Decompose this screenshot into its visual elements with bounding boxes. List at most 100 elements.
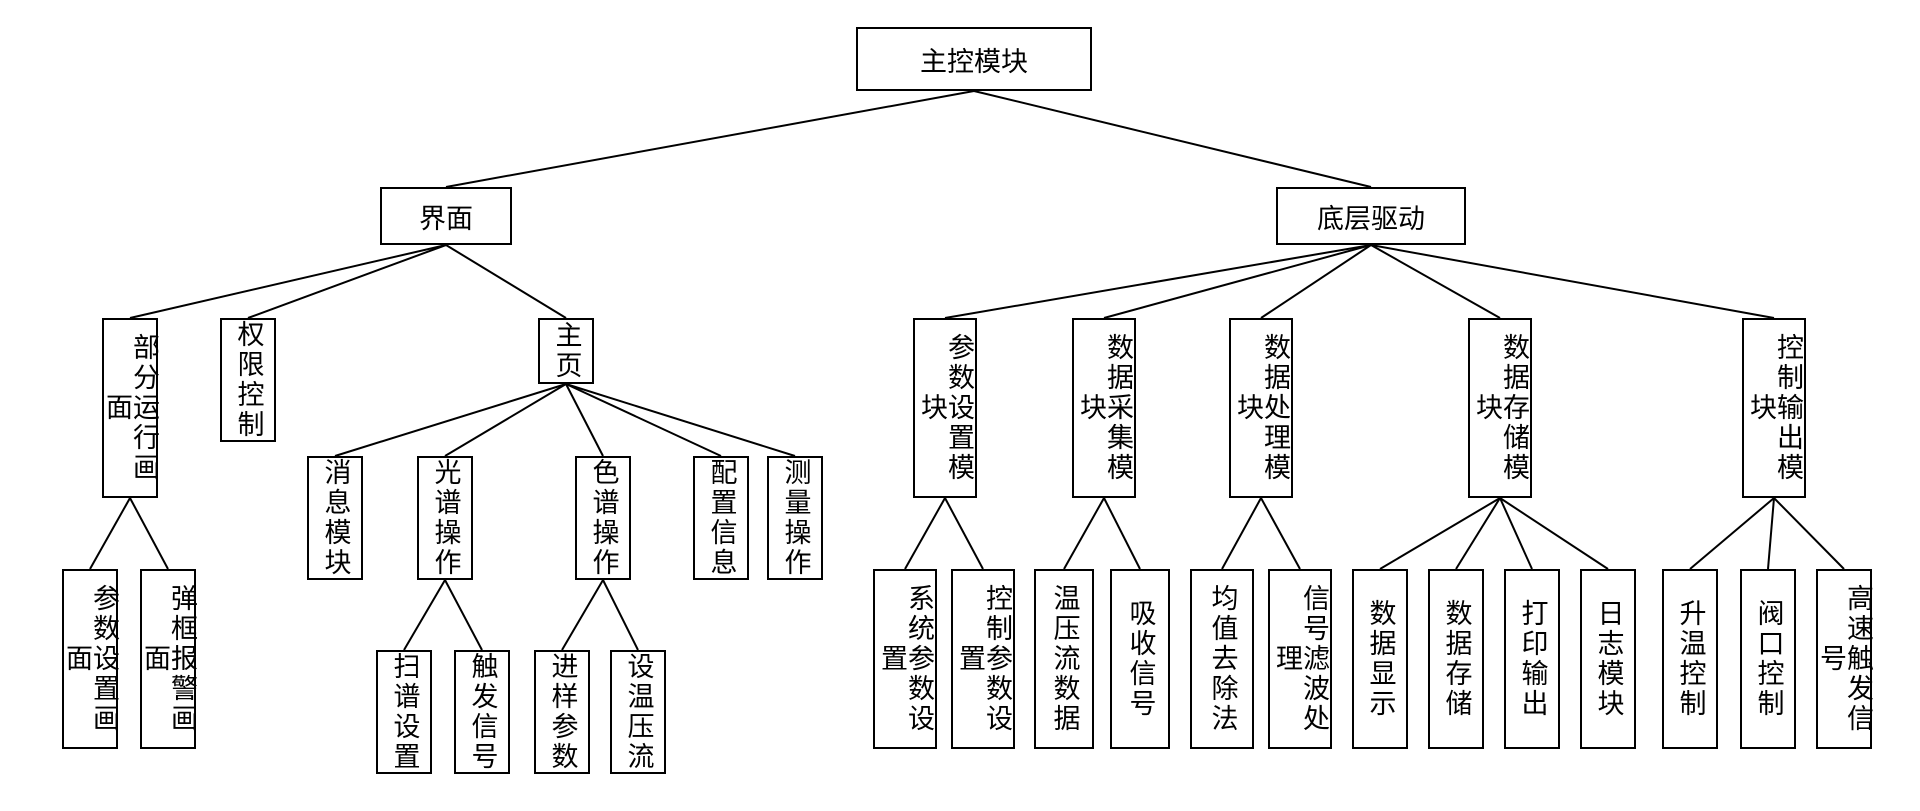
node-param-system: 系统参数设置	[873, 569, 937, 749]
connector-drv-store-to-store-print	[1499, 497, 1533, 570]
node-ui-param-page-label: 参数设置画面	[61, 584, 119, 734]
node-store-store: 数据存储	[1428, 569, 1484, 749]
node-ui-popup-alarm-label: 弹框报警画面	[139, 584, 197, 734]
connector-ui-to-ui-partial-run	[129, 244, 447, 319]
node-ui-label: 界面	[419, 203, 473, 235]
node-acq-absorb-label: 吸收信号	[1124, 599, 1156, 719]
connector-home-chromatogram-to-chrom-tpf	[602, 579, 639, 651]
connector-ui-partial-run-to-ui-popup-alarm	[129, 497, 169, 570]
node-home-config-label: 配置信息	[705, 458, 737, 578]
connector-home-spectrum-to-spectrum-scan	[403, 579, 446, 651]
node-store-display: 数据显示	[1352, 569, 1408, 749]
node-param-control-label: 控制参数设置	[954, 584, 1012, 734]
node-home-message: 消息模块	[307, 456, 363, 580]
connector-ui-to-ui-home	[445, 244, 567, 319]
node-store-log: 日志模块	[1580, 569, 1636, 749]
node-proc-mean-label: 均值去除法	[1206, 584, 1238, 734]
connector-driver-to-drv-param	[944, 244, 1372, 319]
connector-driver-to-drv-process	[1260, 244, 1372, 319]
node-home-measure-label: 测量操作	[779, 458, 811, 578]
node-proc-filter: 信号滤波处理	[1268, 569, 1332, 749]
node-out-heat-label: 升温控制	[1674, 599, 1706, 719]
node-root: 主控模块	[856, 27, 1092, 91]
node-drv-acquire-label: 数据采集模块	[1075, 333, 1133, 483]
node-store-print-label: 打印输出	[1516, 599, 1548, 719]
connector-drv-param-to-param-control	[944, 497, 984, 570]
node-chrom-sample-label: 进样参数	[546, 652, 578, 772]
node-ui-partial-run-label: 部分运行画面	[101, 333, 159, 483]
node-out-trigger: 高速触发信号	[1815, 569, 1873, 749]
connector-home-spectrum-to-spectrum-trigger	[444, 579, 483, 651]
node-drv-process: 数据处理模块	[1229, 318, 1293, 498]
node-drv-output: 控制输出模块	[1742, 318, 1806, 498]
connector-ui-home-to-home-chromatogram	[565, 383, 604, 457]
node-driver-label: 底层驱动	[1317, 203, 1425, 235]
node-drv-process-label: 数据处理模块	[1232, 333, 1290, 483]
node-ui-popup-alarm: 弹框报警画面	[139, 569, 197, 749]
node-proc-filter-label: 信号滤波处理	[1271, 584, 1329, 734]
node-ui-partial-run: 部分运行画面	[101, 318, 159, 498]
node-home-config: 配置信息	[693, 456, 749, 580]
node-drv-output-label: 控制输出模块	[1745, 333, 1803, 483]
node-chrom-tpf-label: 设温压流	[622, 652, 654, 772]
connector-drv-param-to-param-system	[904, 497, 946, 570]
connector-drv-store-to-store-display	[1379, 497, 1501, 570]
connector-ui-partial-run-to-ui-param-page	[89, 497, 131, 570]
node-acq-tpf-data-label: 温压流数据	[1048, 584, 1080, 734]
node-drv-param: 参数设置模块	[913, 318, 977, 498]
connector-root-to-driver	[973, 90, 1372, 188]
node-ui-home-label: 主页	[550, 321, 582, 381]
node-acq-tpf-data: 温压流数据	[1034, 569, 1094, 749]
connector-ui-home-to-home-config	[565, 383, 722, 457]
node-store-display-label: 数据显示	[1364, 599, 1396, 719]
connector-drv-output-to-out-heat	[1689, 497, 1775, 570]
node-home-spectrum: 光谱操作	[417, 456, 473, 580]
node-ui: 界面	[380, 187, 512, 245]
node-out-heat: 升温控制	[1662, 569, 1718, 749]
node-out-valve-label: 阀口控制	[1752, 599, 1784, 719]
node-spectrum-scan-label: 扫谱设置	[388, 652, 420, 772]
connector-drv-process-to-proc-mean	[1221, 497, 1262, 570]
node-param-control: 控制参数设置	[951, 569, 1015, 749]
node-out-valve: 阀口控制	[1740, 569, 1796, 749]
connector-drv-acquire-to-acq-tpf-data	[1063, 497, 1105, 570]
connector-ui-to-ui-permission	[247, 244, 447, 319]
node-param-system-label: 系统参数设置	[876, 584, 934, 734]
node-ui-param-page: 参数设置画面	[61, 569, 119, 749]
node-home-message-label: 消息模块	[319, 458, 351, 578]
node-spectrum-trigger: 触发信号	[454, 650, 510, 774]
connector-driver-to-drv-store	[1370, 244, 1501, 319]
node-drv-store: 数据存储模块	[1468, 318, 1532, 498]
connector-driver-to-drv-acquire	[1103, 244, 1372, 319]
node-drv-store-label: 数据存储模块	[1471, 333, 1529, 483]
node-out-trigger-label: 高速触发信号	[1815, 584, 1873, 734]
connector-ui-home-to-home-message	[334, 383, 567, 457]
node-acq-absorb: 吸收信号	[1110, 569, 1170, 749]
connector-drv-output-to-out-trigger	[1773, 497, 1845, 570]
node-store-store-label: 数据存储	[1440, 599, 1472, 719]
node-ui-permission-label: 权限控制	[232, 320, 264, 440]
connector-ui-home-to-home-measure	[565, 383, 796, 457]
node-ui-home: 主页	[538, 318, 594, 384]
connector-home-chromatogram-to-chrom-sample	[561, 579, 604, 651]
node-ui-permission: 权限控制	[220, 318, 276, 442]
connector-driver-to-drv-output	[1370, 244, 1775, 319]
node-home-spectrum-label: 光谱操作	[429, 458, 461, 578]
node-store-print: 打印输出	[1504, 569, 1560, 749]
node-home-chromatogram-label: 色谱操作	[587, 458, 619, 578]
connector-root-to-ui	[445, 90, 975, 188]
node-driver: 底层驱动	[1276, 187, 1466, 245]
node-spectrum-scan: 扫谱设置	[376, 650, 432, 774]
node-root-label: 主控模块	[920, 46, 1028, 78]
node-chrom-sample: 进样参数	[534, 650, 590, 774]
connector-drv-acquire-to-acq-absorb	[1103, 497, 1141, 570]
node-home-chromatogram: 色谱操作	[575, 456, 631, 580]
connector-drv-store-to-store-store	[1455, 497, 1501, 570]
connector-drv-process-to-proc-filter	[1260, 497, 1301, 570]
node-drv-param-label: 参数设置模块	[916, 333, 974, 483]
connector-drv-output-to-out-valve	[1767, 497, 1775, 570]
node-proc-mean: 均值去除法	[1190, 569, 1254, 749]
node-store-log-label: 日志模块	[1592, 599, 1624, 719]
